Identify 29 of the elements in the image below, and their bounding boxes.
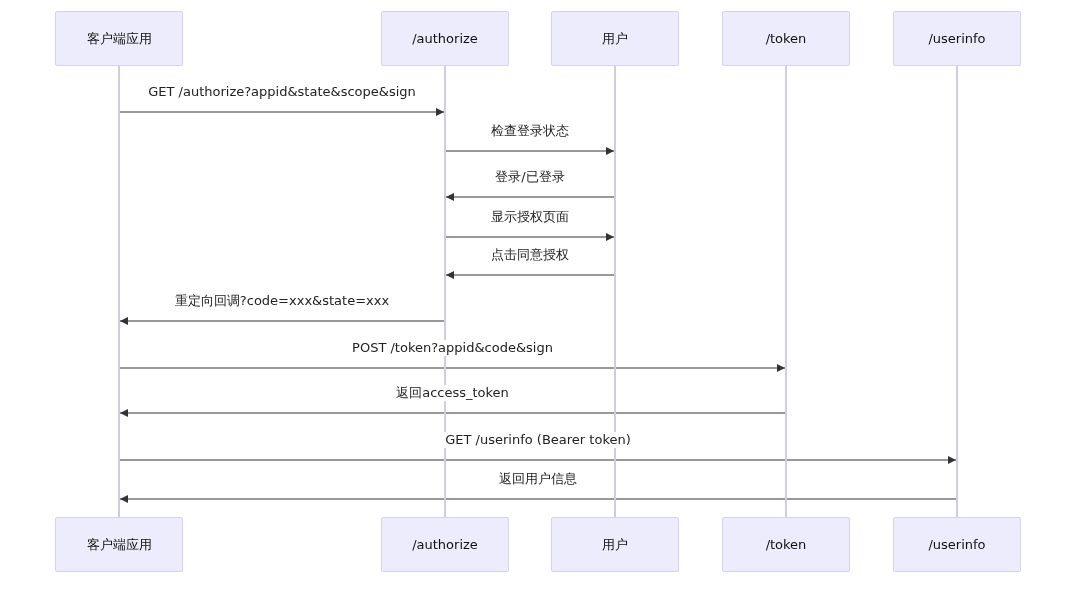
lifeline (785, 66, 787, 517)
message-arrow (119, 108, 445, 116)
message-arrow (119, 456, 957, 464)
lifeline (118, 66, 120, 517)
participant-box: /token (722, 11, 850, 66)
message-arrow (119, 317, 445, 325)
message-arrow (445, 147, 615, 155)
message-arrow (119, 495, 957, 503)
message-arrow (119, 409, 786, 417)
message-arrow (445, 193, 615, 201)
message-arrow (445, 271, 615, 279)
lifeline (614, 66, 616, 517)
participant-box: 用户 (551, 517, 679, 572)
message-label: 检查登录状态 (488, 123, 572, 139)
message-arrow (445, 233, 615, 241)
participant-box: /userinfo (893, 517, 1021, 572)
lifeline (956, 66, 958, 517)
participant-box: /userinfo (893, 11, 1021, 66)
participant-box: /authorize (381, 517, 509, 572)
message-label: 返回用户信息 (496, 471, 580, 487)
message-label: 显示授权页面 (488, 209, 572, 225)
message-arrow (119, 364, 786, 372)
lifeline (444, 66, 446, 517)
participant-box: 客户端应用 (55, 11, 183, 66)
participant-box: 用户 (551, 11, 679, 66)
participant-box: 客户端应用 (55, 517, 183, 572)
participant-box: /authorize (381, 11, 509, 66)
message-label: 登录/已登录 (492, 169, 568, 185)
participant-box: /token (722, 517, 850, 572)
